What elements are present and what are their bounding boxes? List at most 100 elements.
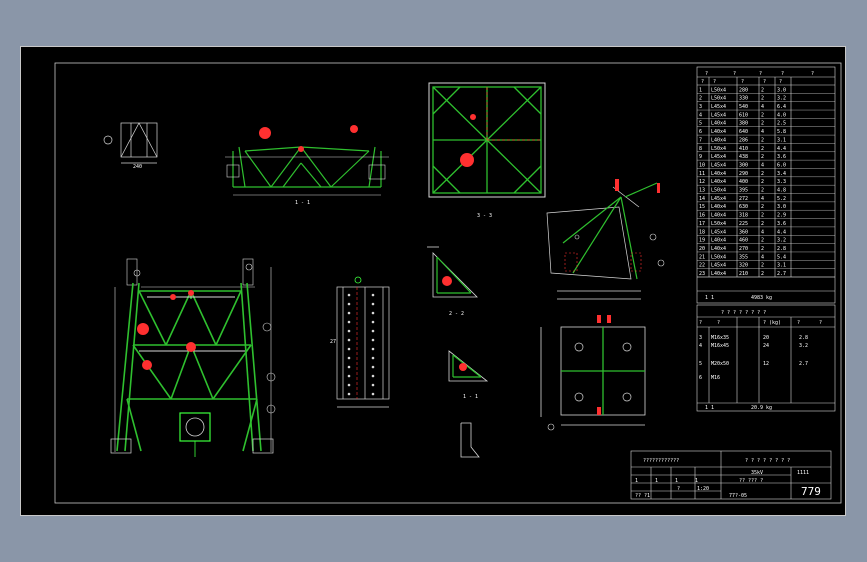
gusset-1-label: 1 - 1: [463, 394, 478, 400]
parts-table-cell: 4.4: [777, 229, 786, 235]
bolt-hole: [371, 338, 375, 342]
parts-subheader-cell: ?: [763, 79, 766, 85]
parts-table-cell: 3: [699, 104, 702, 110]
tower-elevation: [110, 258, 276, 457]
parts-subheader-cell: ?: [701, 79, 704, 85]
bolt-hole: [347, 329, 351, 333]
bolt-header-cell: ?: [717, 320, 720, 326]
parts-table-cell: 1: [699, 87, 702, 93]
parts-table-cell: 21: [699, 254, 705, 260]
parts-table-cell: L40x4: [711, 213, 726, 219]
parts-table-cell: 15: [699, 204, 705, 210]
parts-table-cell: 17: [699, 221, 705, 227]
parts-table-cell: 2: [761, 96, 764, 102]
inner-frame: [54, 62, 842, 504]
parts-table-cell: 4: [761, 104, 764, 110]
section-1-label: 1 - 1: [295, 200, 310, 206]
parts-subheader-cell: ?: [713, 79, 716, 85]
parts-table-cell: 272: [739, 196, 748, 202]
bolt-hole: [371, 365, 375, 369]
bolt-hole: [347, 302, 351, 306]
parts-table-cell: L40x4: [711, 179, 726, 185]
bolt-hole: [347, 347, 351, 351]
bolt-table-cell: 3: [699, 335, 702, 341]
parts-table-cell: 2.7: [777, 271, 786, 277]
column-view: 27: [330, 276, 390, 408]
parts-table-cell: 4.8: [777, 188, 786, 194]
title-cell: 1: [695, 478, 698, 484]
parts-table-cell: 360: [739, 229, 748, 235]
bolt-hole: [347, 320, 351, 324]
bolt-header-cell: ?: [699, 320, 702, 326]
parts-table-cell: 460: [739, 238, 748, 244]
parts-table-cell: 4: [761, 162, 764, 168]
parts-table-cell: 18: [699, 229, 705, 235]
parts-table-cell: 225: [739, 221, 748, 227]
parts-table-cell: L45x4: [711, 263, 726, 269]
parts-table-cell: 6.0: [777, 162, 786, 168]
parts-table-cell: 2: [761, 87, 764, 93]
parts-table-cell: L40x4: [711, 121, 726, 127]
parts-table-cell: L45x4: [711, 154, 726, 160]
parts-table-cell: 4: [761, 229, 764, 235]
parts-table-cell: 3.1: [777, 263, 786, 269]
parts-table-cell: 13: [699, 188, 705, 194]
parts-table-cell: L45x4: [711, 104, 726, 110]
parts-table-cell: 2: [761, 263, 764, 269]
parts-table-cell: 14: [699, 196, 705, 202]
parts-table-cell: 2: [761, 188, 764, 194]
bolt-hole: [347, 338, 351, 342]
parts-table-cell: L50x4: [711, 96, 726, 102]
title-subject: 35kV: [751, 470, 763, 476]
bolt-hole: [347, 293, 351, 297]
title-cell: 1: [655, 478, 658, 484]
parts-table-cell: 2: [761, 112, 764, 118]
parts-table-cell: 19: [699, 238, 705, 244]
bolt-table-cell: 3.2: [799, 343, 808, 349]
small-bracket-detail: [103, 122, 158, 164]
parts-table-cell: 286: [739, 137, 748, 143]
parts-table-cell: L40x4: [711, 204, 726, 210]
gusset-2-label: 2 - 2: [449, 311, 464, 317]
parts-subheader-cell: ?: [779, 79, 782, 85]
parts-table-cell: L40x4: [711, 238, 726, 244]
title-sheet-no: 779: [801, 485, 821, 498]
parts-subheader-cell: ?: [741, 79, 744, 85]
bolt-hole: [347, 311, 351, 315]
parts-table-cell: 8: [699, 146, 702, 152]
parts-table-cell: 20: [699, 246, 705, 252]
angle-profile: [460, 422, 480, 458]
bolt-table-cell: M16x45: [711, 343, 729, 349]
bolt-hole: [371, 293, 375, 297]
parts-table-cell: 395: [739, 188, 748, 194]
parts-table-cell: 2: [761, 171, 764, 177]
parts-table-cell: 4: [761, 129, 764, 135]
parts-table-cell: 3.6: [777, 221, 786, 227]
bolt-hole: [371, 347, 375, 351]
bolt-table-cell: 2.7: [799, 361, 808, 367]
bolt-table-cell: 20: [763, 335, 769, 341]
parts-table-cell: 2: [761, 238, 764, 244]
bolt-table-cell: M20x50: [711, 361, 729, 367]
parts-table-cell: L50x4: [711, 146, 726, 152]
plan-view-label: 3 - 3: [477, 213, 492, 219]
bolt-table-cell: 5: [699, 361, 702, 367]
parts-table-cell: 3.2: [777, 238, 786, 244]
parts-table-cell: 2: [761, 154, 764, 160]
bolt-hole: [347, 374, 351, 378]
parts-header-cell: ?: [811, 71, 814, 77]
parts-table-cell: 2: [761, 271, 764, 277]
parts-table-cell: 630: [739, 204, 748, 210]
title-code: 1111: [797, 470, 809, 476]
parts-table-cell: 2: [761, 221, 764, 227]
parts-table-cell: 7: [699, 137, 702, 143]
small-detail-dim: 240: [133, 164, 142, 170]
parts-table-cell: L40x4: [711, 171, 726, 177]
title-cell: 1: [635, 478, 638, 484]
base-plate-detail: [179, 412, 211, 457]
parts-table-cell: 3.0: [777, 87, 786, 93]
parts-table-cell: L50x4: [711, 221, 726, 227]
bolt-hole: [347, 356, 351, 360]
parts-table-cell: 438: [739, 154, 748, 160]
